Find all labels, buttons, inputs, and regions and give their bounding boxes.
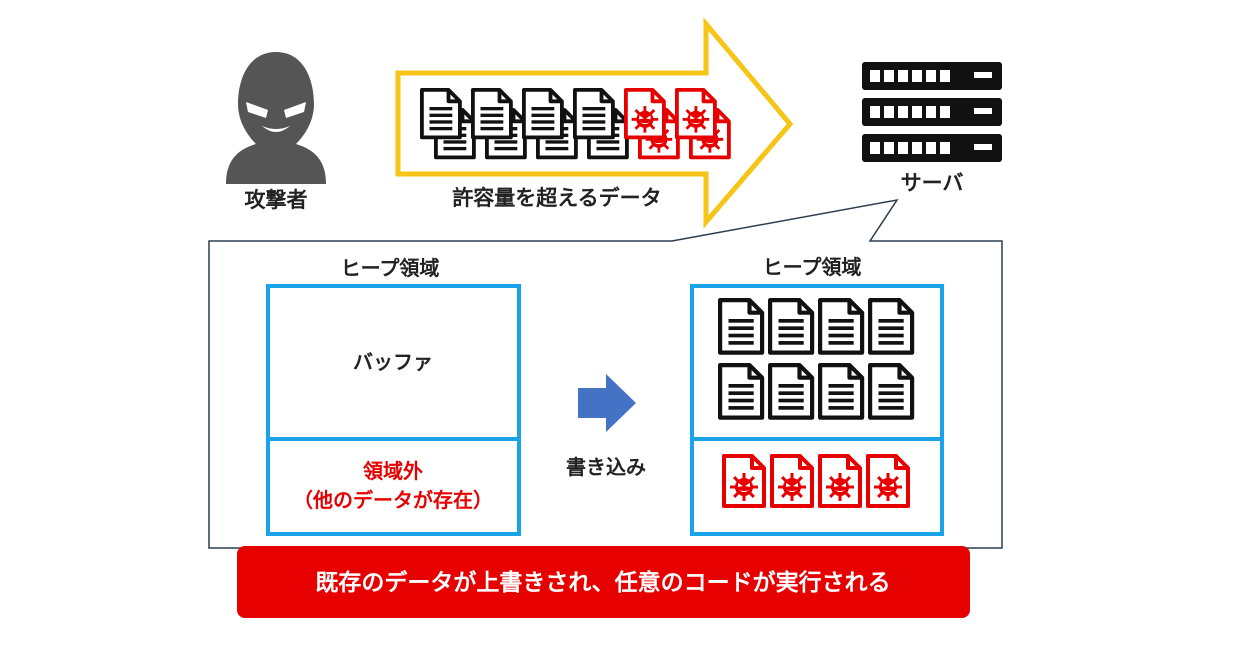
document-icon [770, 365, 812, 418]
outside-note: （他のデータが存在） [293, 488, 493, 512]
server-icon [862, 62, 1002, 162]
write-arrow [578, 374, 636, 432]
document-icon [820, 365, 862, 418]
document-icon [522, 88, 564, 140]
server-label: サーバ [901, 171, 964, 195]
document-icon [820, 300, 862, 353]
buffer-label: バッファ [353, 350, 433, 374]
result-text: 既存のデータが上書きされ、任意のコードが実行される [315, 569, 890, 596]
heap-after-title: ヒープ領域 [763, 255, 862, 279]
document-icon [573, 88, 615, 140]
malicious-document-icon [722, 454, 766, 508]
attacker-label: 攻撃者 [245, 188, 308, 212]
write-label: 書き込み [566, 455, 646, 479]
document-icon [870, 300, 912, 353]
malicious-document-icon [624, 88, 666, 140]
result-banner [237, 546, 970, 618]
malicious-document-icon [866, 454, 910, 508]
payload-label: 許容量を超えるデータ [452, 186, 661, 210]
document-icon [419, 88, 462, 140]
heap-before-box [266, 284, 521, 536]
outside-label: 領域外 [363, 459, 423, 483]
attacker-icon [226, 52, 326, 184]
malicious-document-icon [770, 454, 814, 508]
document-icon [470, 88, 513, 140]
document-icon [720, 300, 762, 353]
malicious-document-icon [675, 88, 717, 140]
document-icon [870, 365, 912, 418]
document-icon [770, 300, 812, 353]
document-icon [720, 365, 762, 418]
malicious-document-icon [818, 454, 862, 508]
heap-before-title: ヒープ領域 [341, 256, 440, 280]
